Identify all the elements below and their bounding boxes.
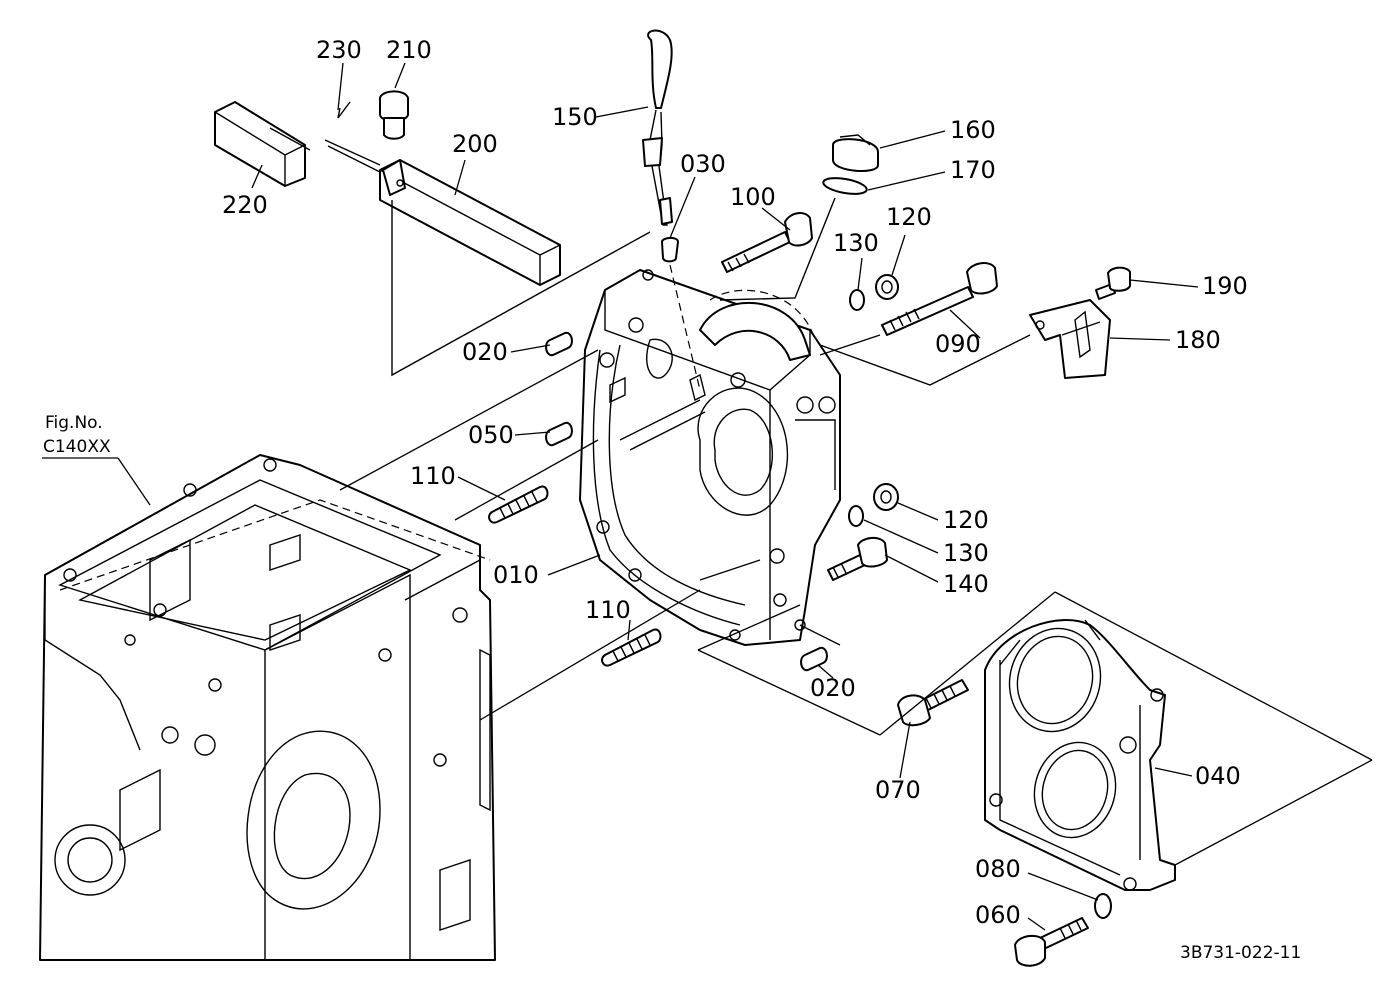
label-130-top: 130 [833,229,879,257]
filler-plug-160-drawing [719,134,879,301]
transmission-case-drawing [39,454,496,961]
label-180: 180 [1175,326,1221,354]
label-170: 170 [950,156,996,184]
figure-ref-title: Fig.No. [45,413,103,433]
label-060: 060 [975,901,1021,929]
label-210: 210 [386,36,432,64]
leader-lines [251,62,1373,931]
bolt-100-drawing [721,212,813,273]
cover-040-drawing [984,619,1176,891]
dipstick-150-drawing [642,29,701,391]
label-050: 050 [468,421,514,449]
label-100: 100 [730,183,776,211]
label-200: 200 [452,130,498,158]
label-190: 190 [1202,272,1248,300]
label-220: 220 [222,191,268,219]
lever-assembly-drawing [214,90,651,377]
label-080: 080 [975,855,1021,883]
washer-nut-top [849,274,899,311]
figure-ref-code: C140XX [43,437,111,457]
label-020-top: 020 [462,338,508,366]
label-010: 010 [493,561,539,589]
label-090: 090 [935,330,981,358]
label-040: 040 [1195,762,1241,790]
label-030: 030 [680,150,726,178]
label-110-bottom: 110 [585,596,631,624]
case-010-drawing [579,269,841,646]
label-120-top: 120 [886,203,932,231]
label-150: 150 [552,103,598,131]
part-number-labels: 230 210 200 220 150 030 100 160 170 120 … [222,36,1248,929]
label-230: 230 [316,36,362,64]
stud-bolts-110 [488,485,662,667]
cover-bolts [897,679,1112,967]
drawing-number: 3B731-022-11 [1180,943,1301,963]
label-140: 140 [943,570,989,598]
dowel-pins [545,331,828,672]
label-110-top: 110 [410,462,456,490]
label-070: 070 [875,776,921,804]
figure-reference: Fig.No. C140XX [42,413,151,506]
bolt-090-drawing [819,262,998,356]
label-160: 160 [950,116,996,144]
label-130-bottom: 130 [943,539,989,567]
washer-nut-bottom [827,483,899,581]
label-020-bottom: 020 [810,674,856,702]
label-120-bottom: 120 [943,506,989,534]
bracket-180-drawing [819,266,1131,386]
